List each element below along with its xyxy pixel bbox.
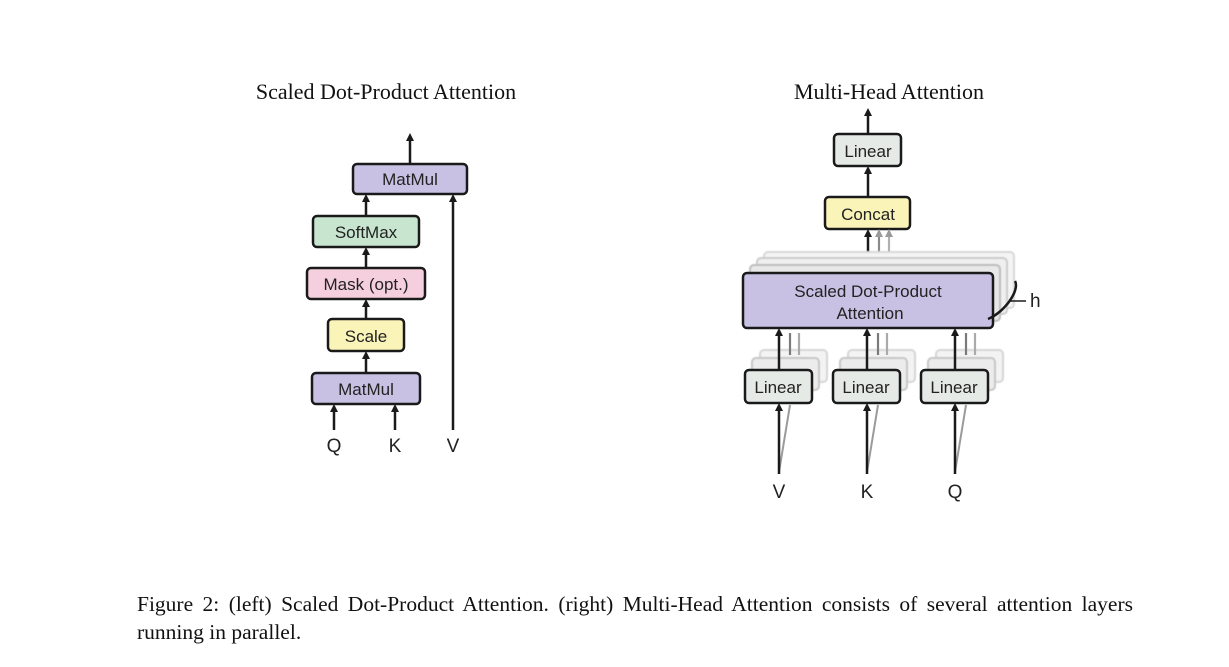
softmax-label: SoftMax xyxy=(335,223,398,242)
mha-input-k-label: K xyxy=(861,482,874,503)
sdpa-label-line2: Attention xyxy=(836,304,903,323)
matmul-top-label: MatMul xyxy=(382,170,438,189)
matmul-top-node: MatMul xyxy=(351,162,469,196)
linear-to-sdpa-arrows xyxy=(775,328,977,370)
concat-label: Concat xyxy=(841,205,895,224)
heads-bracket xyxy=(987,280,1018,321)
linear-q-node: Linear xyxy=(919,368,990,405)
right-panel-multi-head-attention: Multi-Head Attention Linear Concat Scale… xyxy=(741,79,1041,503)
mask-node: Mask (opt.) xyxy=(305,266,427,301)
scale-label: Scale xyxy=(345,327,388,346)
linear-top-label: Linear xyxy=(844,142,892,161)
linear-top-node: Linear xyxy=(832,132,903,168)
linear-v-label: Linear xyxy=(754,378,802,397)
figure-caption: Figure 2: (left) Scaled Dot-Product Atte… xyxy=(137,592,1133,644)
input-v-label: V xyxy=(447,436,460,457)
left-panel-scaled-dot-product-attention: Scaled Dot-Product Attention MatMul Soft… xyxy=(256,79,516,457)
input-arrows xyxy=(775,403,967,474)
right-panel-title: Multi-Head Attention xyxy=(794,79,984,104)
linear-k-label: Linear xyxy=(842,378,890,397)
mha-input-q-label: Q xyxy=(948,482,963,503)
matmul-bottom-label: MatMul xyxy=(338,380,394,399)
heads-label: h xyxy=(1030,291,1041,312)
mha-input-v-label: V xyxy=(773,482,786,503)
left-panel-title: Scaled Dot-Product Attention xyxy=(256,79,516,104)
linear-q-label: Linear xyxy=(930,378,978,397)
linear-k-node: Linear xyxy=(831,368,902,405)
scale-node: Scale xyxy=(326,317,406,353)
matmul-bottom-node: MatMul xyxy=(310,371,422,406)
linear-v-node: Linear xyxy=(743,368,814,405)
softmax-node: SoftMax xyxy=(311,214,421,249)
concat-node: Concat xyxy=(823,195,912,231)
input-q-label: Q xyxy=(327,436,342,457)
sdpa-label-line1: Scaled Dot-Product xyxy=(794,282,942,301)
sdpa-node: Scaled Dot-Product Attention xyxy=(741,271,995,330)
input-k-label: K xyxy=(389,436,402,457)
mask-label: Mask (opt.) xyxy=(323,275,408,294)
